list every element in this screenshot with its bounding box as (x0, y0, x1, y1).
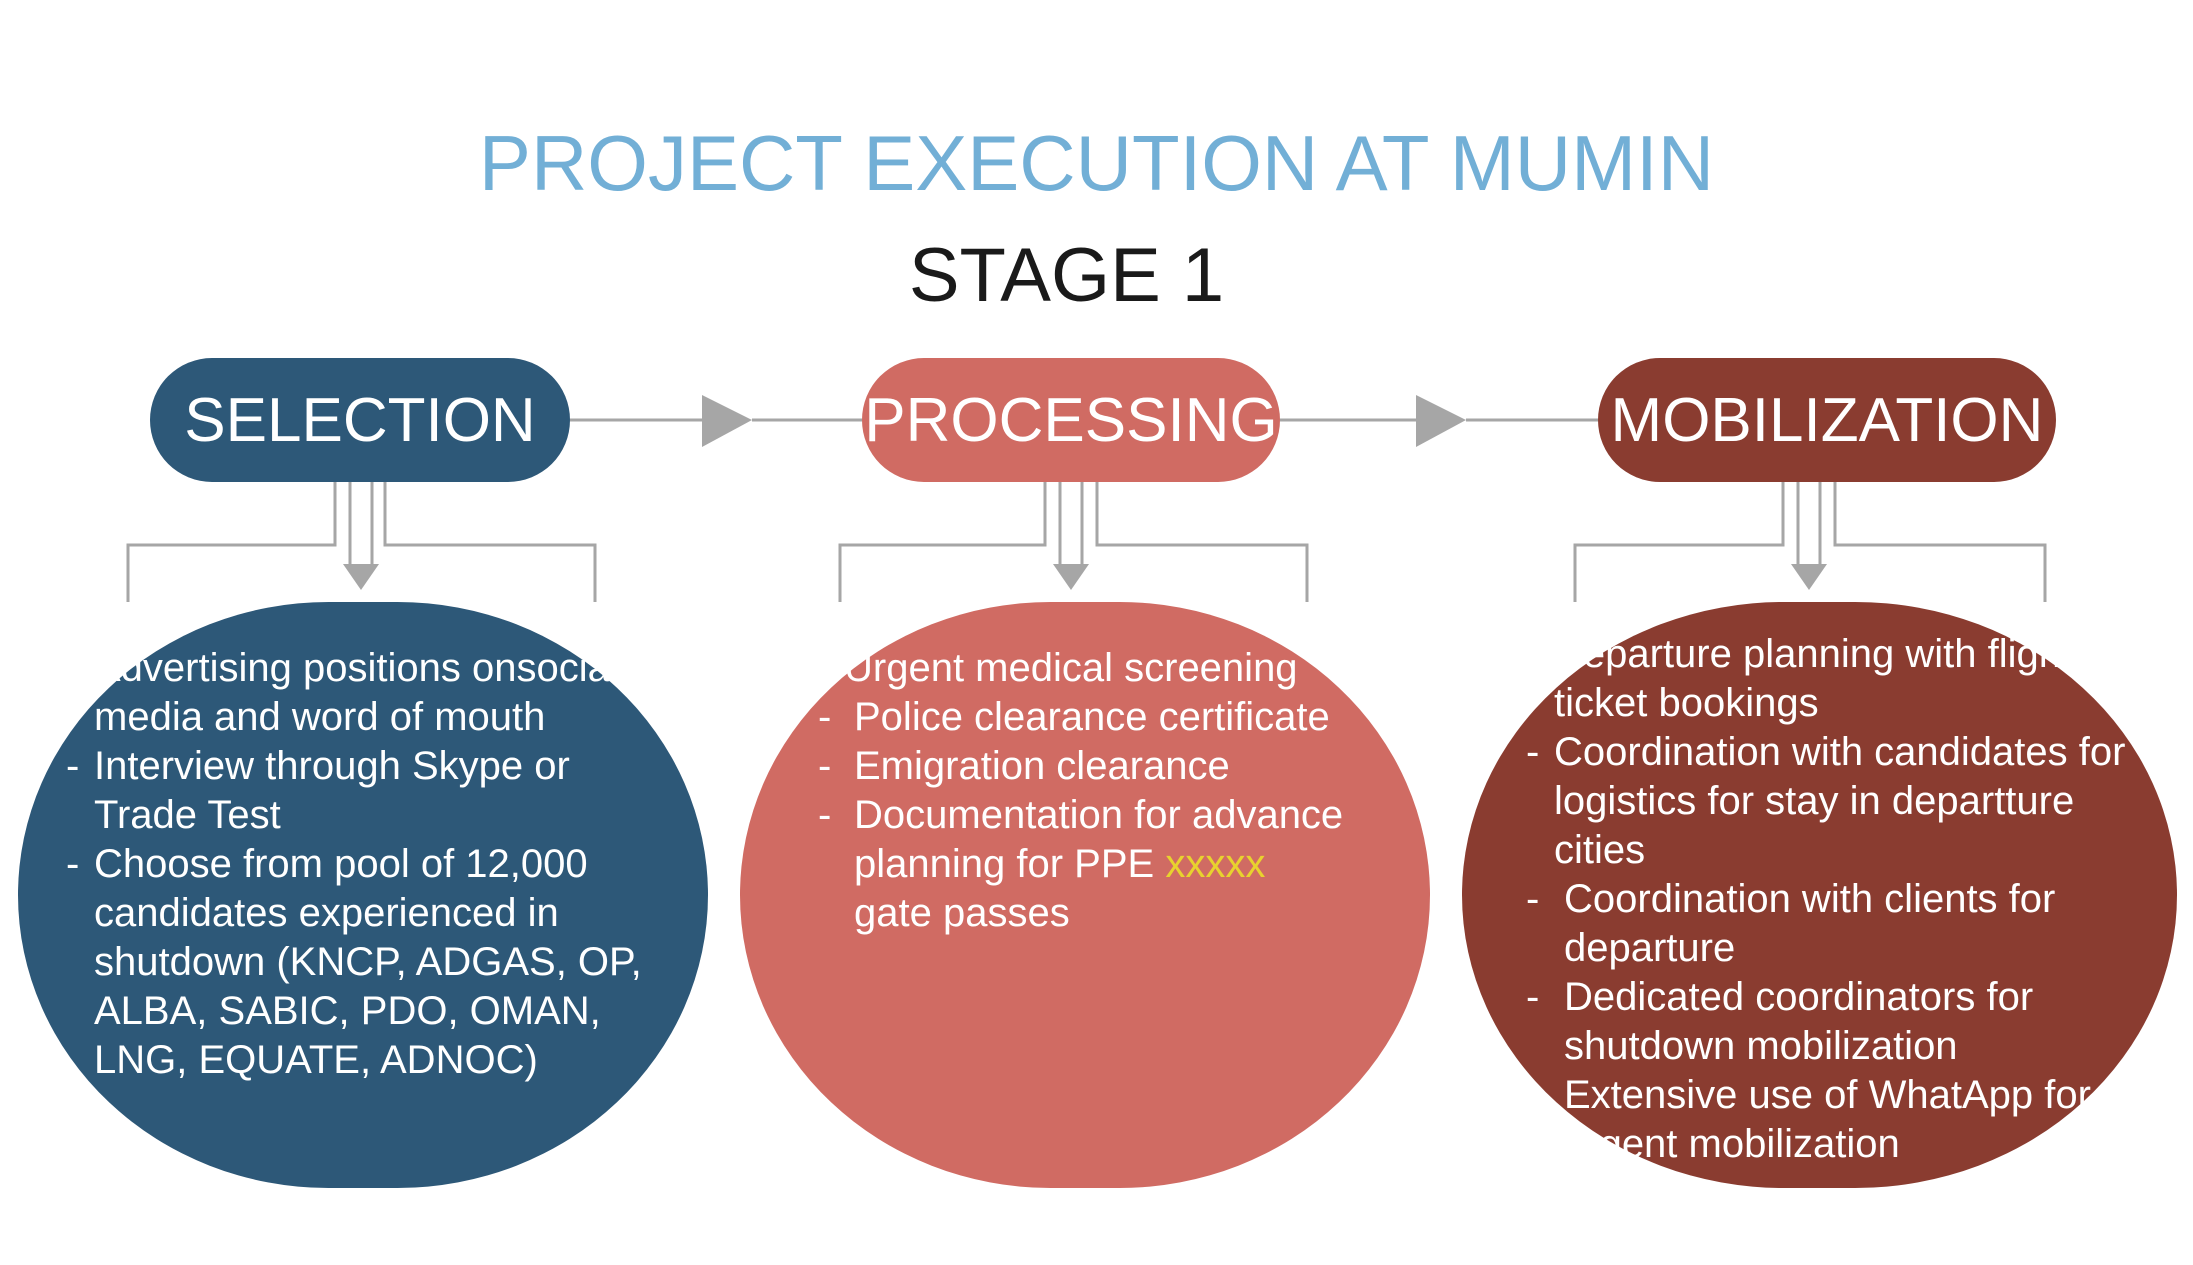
stage-pill-selection: SELECTION (150, 358, 570, 482)
list-item: - Documentation for advance planning for… (818, 793, 1344, 935)
list-item: - Advertising positions onsocial media a… (66, 646, 619, 739)
list-item: - Coordination with candidates for logis… (1526, 730, 2126, 872)
stage-subtitle: STAGE 1 (908, 233, 1225, 318)
list-item: - Choose from pool of 12,000 candidates … (66, 842, 642, 1082)
list-item: - Extensive use of WhatApp for urgent mo… (1526, 1073, 2091, 1166)
processing-details: - Urgent medical screening - Police clea… (740, 602, 1430, 1188)
stage-label-selection: SELECTION (184, 385, 536, 455)
list-item: - Emigration clearance (818, 744, 1230, 788)
list-item: - Coordination with clients for departur… (1526, 877, 2056, 970)
arrow-down-icon (343, 564, 379, 590)
arrow-right-icon (1416, 395, 1466, 447)
list-item: - Urgent medical screening (818, 646, 1298, 690)
arrow-down-icon (1053, 564, 1089, 590)
list-item: - Dedicated coordinators for shutdown mo… (1526, 975, 2034, 1068)
stage-pill-mobilization: MOBILIZATION (1598, 358, 2056, 482)
mobilization-details: - Departure planning with flight ticket … (1462, 602, 2177, 1188)
selection-details: - Advertising positions onsocial media a… (18, 602, 708, 1188)
highlight-placeholder: xxxxx (1165, 842, 1266, 886)
stage-label-processing: PROCESSING (864, 385, 1278, 455)
list-item: - Departure planning with flight ticket … (1526, 632, 2073, 725)
stage-pill-processing: PROCESSING (862, 358, 1280, 482)
arrow-right-icon (702, 395, 752, 447)
list-item: - Police clearance certificate (818, 695, 1330, 739)
list-item: - Interview through Skype or Trade Test (66, 744, 570, 837)
stage-label-mobilization: MOBILIZATION (1610, 385, 2044, 455)
arrow-down-icon (1791, 564, 1827, 590)
page-title: PROJECT EXECUTION AT MUMIN (478, 119, 1715, 207)
